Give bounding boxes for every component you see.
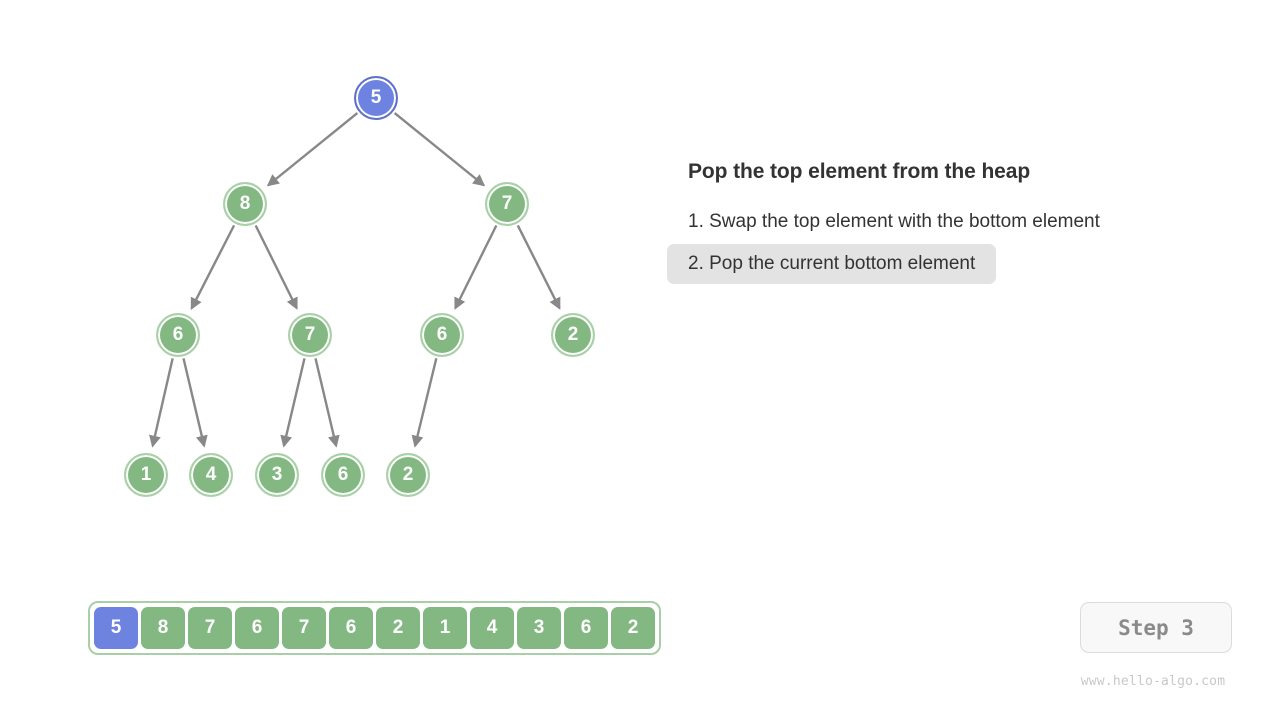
instruction-panel: Pop the top element from the heap 1. Swa… <box>667 160 1227 286</box>
tree-edge-4 <box>454 224 498 310</box>
tree-edge-group <box>149 112 561 448</box>
tree-node-value: 2 <box>402 464 414 485</box>
tree-node-10: 6 <box>321 453 365 497</box>
tree-node-value: 7 <box>304 324 316 345</box>
tree-edge-1 <box>393 112 486 187</box>
tree-node-value: 3 <box>271 464 283 485</box>
tree-node-value: 6 <box>436 324 448 345</box>
tree-edge-2 <box>190 224 236 311</box>
tree-node-value: 5 <box>370 87 382 108</box>
array-cell-8: 4 <box>470 607 514 649</box>
tree-node-7: 1 <box>124 453 168 497</box>
array-cell-1: 8 <box>141 607 185 649</box>
array-cell-11: 2 <box>611 607 655 649</box>
tree-node-9: 3 <box>255 453 299 497</box>
page-title: Pop the top element from the heap <box>688 160 1031 183</box>
tree-node-11: 2 <box>386 453 430 497</box>
tree-node-value: 6 <box>337 464 349 485</box>
tree-node-value: 2 <box>567 324 579 345</box>
array-cell-6: 2 <box>376 607 420 649</box>
tree-node-8: 4 <box>189 453 233 497</box>
array-cell-3: 6 <box>235 607 279 649</box>
tree-edge-5 <box>516 224 561 310</box>
tree-edge-9 <box>314 358 340 448</box>
watermark: www.hello-algo.com <box>1080 674 1226 689</box>
array-cell-0: 5 <box>94 607 138 649</box>
step-item-1: 1. Swap the top element with the bottom … <box>688 211 1100 232</box>
array-cell-9: 3 <box>517 607 561 649</box>
tree-edge-3 <box>254 224 298 310</box>
step-item-2: 2. Pop the current bottom element <box>667 244 997 284</box>
tree-node-value: 6 <box>172 324 184 345</box>
binary-heap-tree-figure: 5 8 7 6 7 6 2 1 4 3 6 2 <box>0 0 680 560</box>
tree-node-value: 7 <box>501 193 513 214</box>
step-list: 1. Swap the top element with the bottom … <box>667 202 1227 286</box>
array-cell-7: 1 <box>423 607 467 649</box>
tree-node-0: 5 <box>354 76 398 120</box>
tree-node-6: 2 <box>551 313 595 357</box>
tree-node-5: 6 <box>420 313 464 357</box>
array-cell-4: 7 <box>282 607 326 649</box>
tree-edges-svg <box>149 112 561 448</box>
tree-edge-10 <box>411 358 438 448</box>
array-cell-2: 7 <box>188 607 232 649</box>
array-cell-10: 6 <box>564 607 608 649</box>
step-row-1: 1. Swap the top element with the bottom … <box>667 202 1227 244</box>
tree-node-1: 8 <box>223 182 267 226</box>
tree-node-3: 6 <box>156 313 200 357</box>
tree-edge-0 <box>266 112 359 187</box>
array-cell-5: 6 <box>329 607 373 649</box>
step-badge: Step 3 <box>1080 602 1232 653</box>
tree-edge-7 <box>182 358 208 448</box>
tree-node-value: 8 <box>239 193 251 214</box>
tree-node-value: 1 <box>140 464 152 485</box>
tree-node-value: 4 <box>205 464 217 485</box>
tree-node-4: 7 <box>288 313 332 357</box>
step-row-2: 2. Pop the current bottom element <box>667 244 1227 286</box>
tree-node-2: 7 <box>485 182 529 226</box>
tree-edge-6 <box>149 358 174 448</box>
tree-edge-8 <box>280 358 306 448</box>
